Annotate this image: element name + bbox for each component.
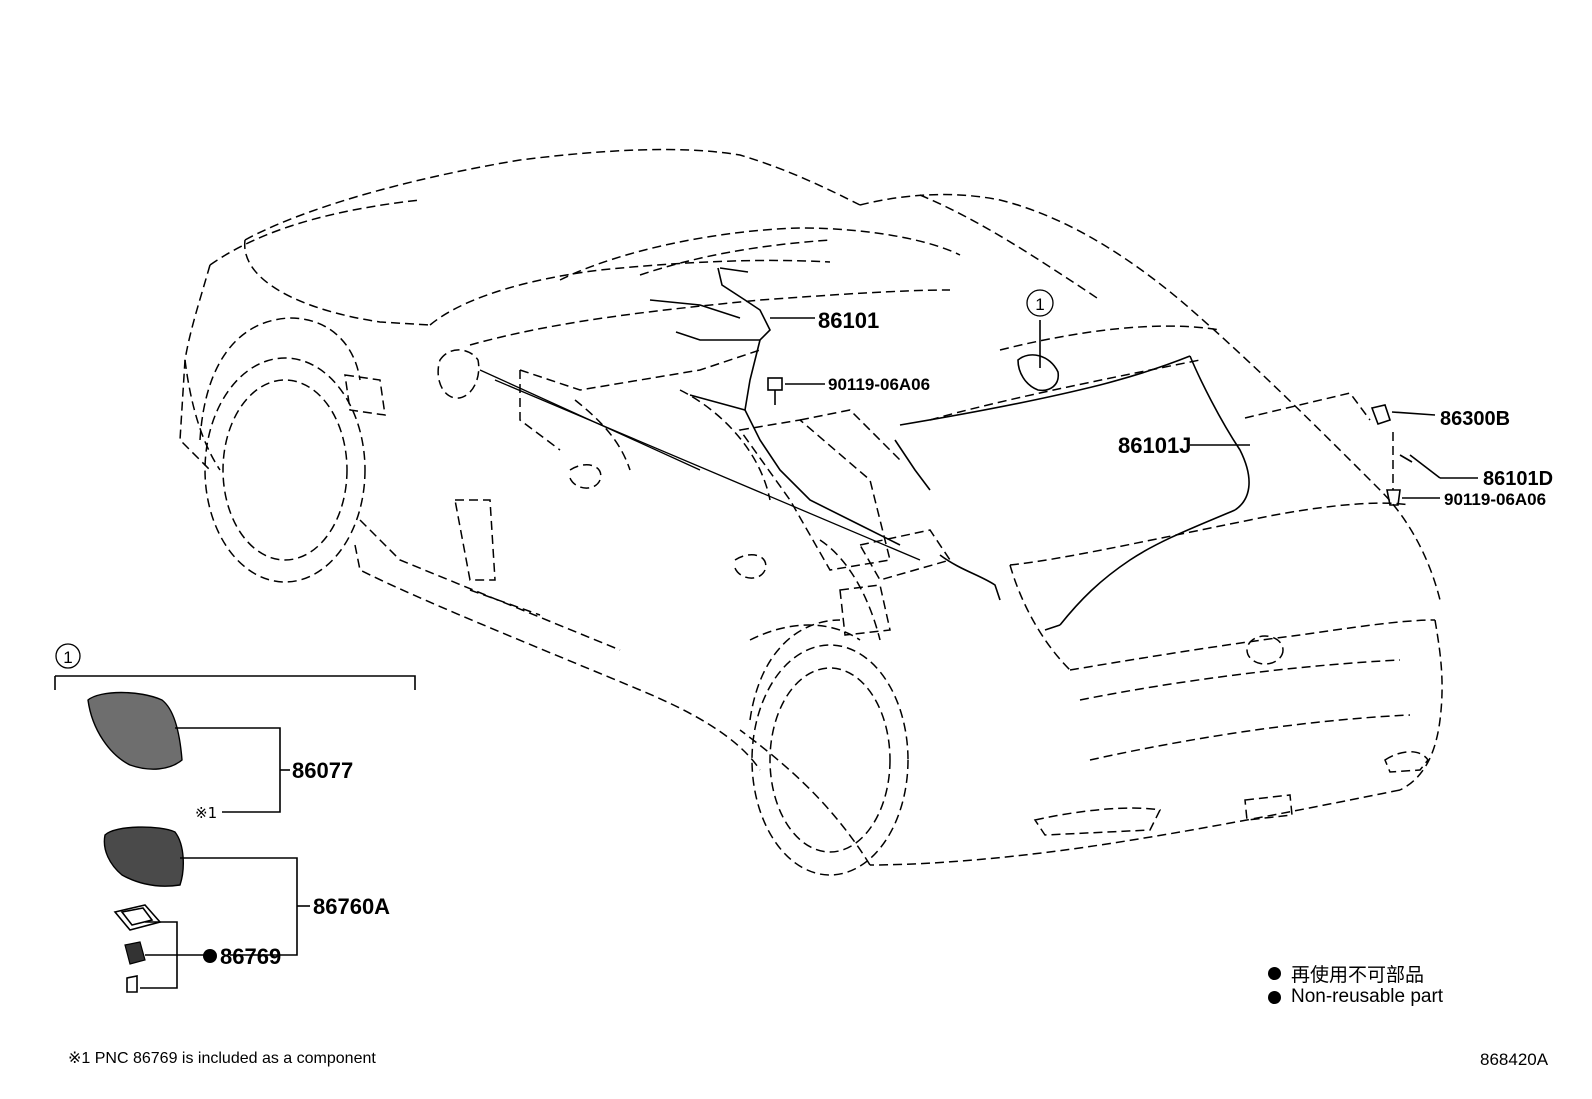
antenna-cover-part (87, 691, 183, 770)
front-wheel (199, 317, 366, 583)
antenna-cord-rear (894, 355, 1250, 631)
roof-antenna (1017, 320, 1060, 392)
diagram-id: 868420A (1480, 1050, 1549, 1069)
bolt-top (767, 377, 783, 405)
legend-en: Non-reusable part (1268, 986, 1443, 1008)
callout-86077: 86077 (292, 758, 353, 783)
callout-86760A: 86760A (313, 894, 390, 919)
legend-dot-icon (1268, 967, 1281, 980)
callout-90119-top: 90119-06A06 (828, 375, 930, 394)
footnote: ※1 PNC 86769 is included as a component (68, 1050, 376, 1067)
legend-en-text: Non-reusable part (1291, 986, 1444, 1007)
rear-parts (1370, 404, 1478, 506)
callout-86101: 86101 (818, 308, 879, 333)
car-body-outline (179, 148, 1443, 866)
ref-mark: ※1 (195, 804, 217, 822)
svg-text:1: 1 (1035, 295, 1044, 314)
legend-jp: 再使用不可部品 (1268, 960, 1424, 987)
callout-86769: 86769 (220, 944, 281, 969)
callout-90119-right: 90119-06A06 (1444, 490, 1546, 509)
legend-jp-text: 再使用不可部品 (1291, 965, 1425, 986)
clip-part (124, 941, 146, 965)
interior-outline (344, 289, 1429, 836)
callout-86300B: 86300B (1440, 408, 1510, 430)
non-reusable-dot (203, 949, 217, 963)
antenna-cord-front (649, 267, 901, 546)
circle-1-roof-marker: 1 (1026, 289, 1054, 317)
inset-group-1: 1 86077 ※1 86760A 86769 (54, 643, 416, 993)
antenna-base-part (103, 826, 184, 887)
rear-wheel (749, 619, 909, 876)
legend-dot-icon (1268, 990, 1281, 1004)
inset-circle-1: 1 (63, 648, 72, 667)
callout-86101J: 86101J (1118, 433, 1191, 458)
callout-86101D: 86101D (1483, 468, 1553, 490)
